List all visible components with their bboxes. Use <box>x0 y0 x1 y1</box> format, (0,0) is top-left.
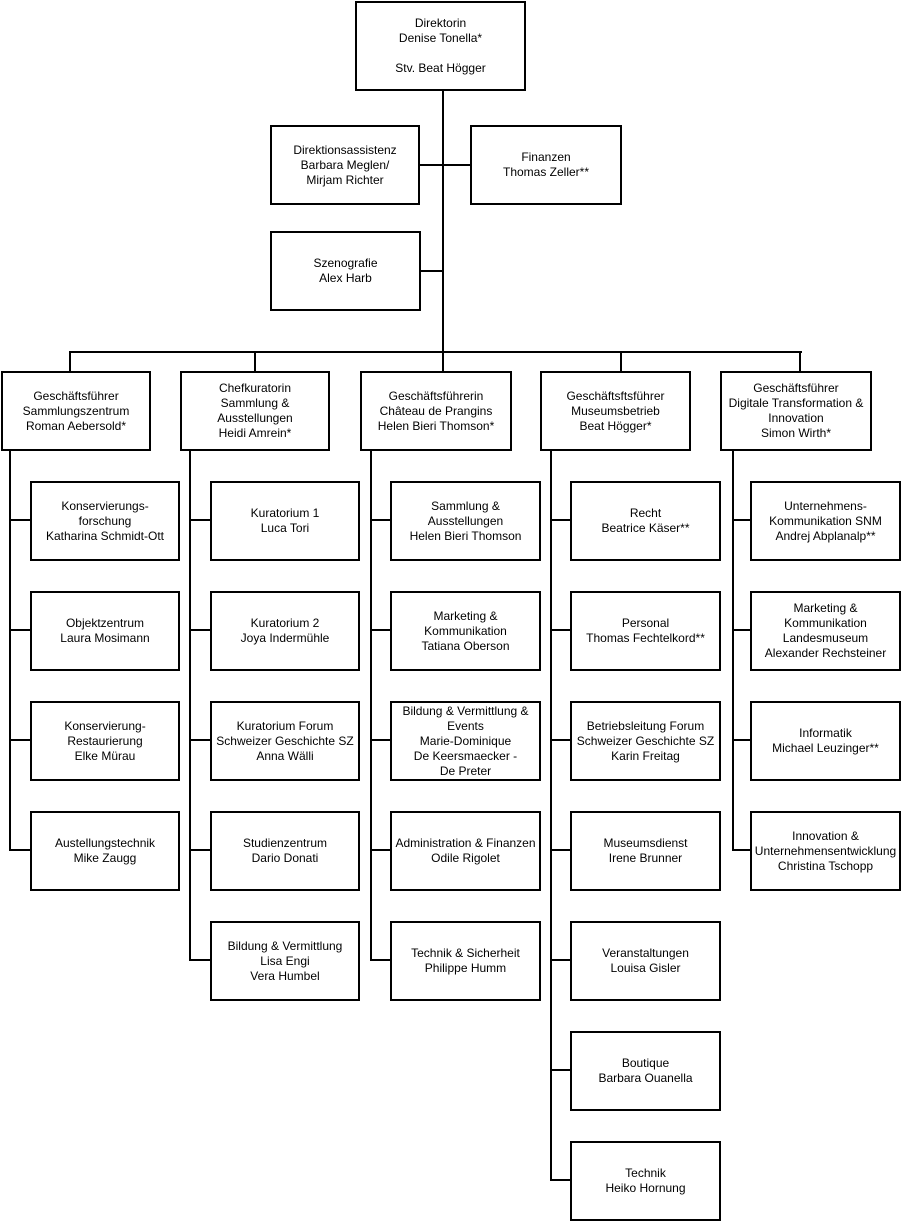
connector-line <box>189 629 211 631</box>
node-austellungstechnik: Austellungstechnik Mike Zaugg <box>30 811 180 891</box>
node-informatik: Informatik Michael Leuzinger** <box>750 701 901 781</box>
connector-line <box>370 739 391 741</box>
connector-line <box>69 351 71 371</box>
node-leitung-chateau-de-prangins: Geschäftsführerin Château de Prangins He… <box>360 371 512 451</box>
connector-line <box>799 351 801 371</box>
connector-line <box>69 351 802 353</box>
connector-line <box>420 164 470 166</box>
node-marketing-kommunikation-landesmuseum: Marketing & Kommunikation Landesmuseum A… <box>750 591 901 671</box>
connector-line <box>732 450 734 851</box>
node-studienzentrum: Studienzentrum Dario Donati <box>210 811 360 891</box>
connector-line <box>9 849 31 851</box>
connector-line <box>550 959 571 961</box>
node-innovation-unternehmensentwicklung: Innovation & Unternehmensentwicklung Chr… <box>750 811 901 891</box>
node-veranstaltungen: Veranstaltungen Louisa Gisler <box>570 921 721 1001</box>
node-direktion: Direktorin Denise Tonella* Stv. Beat Hög… <box>355 1 526 91</box>
node-konservierung-restaurierung: Konservierung- Restaurierung Elke Mürau <box>30 701 180 781</box>
connector-line <box>550 739 571 741</box>
node-marketing-kommunikation-prangins: Marketing & Kommunikation Tatiana Oberso… <box>390 591 541 671</box>
connector-line <box>9 519 31 521</box>
connector-line <box>9 739 31 741</box>
connector-line <box>370 519 391 521</box>
connector-line <box>9 629 31 631</box>
connector-line <box>550 1069 571 1071</box>
node-kuratorium-2: Kuratorium 2 Joya Indermühle <box>210 591 360 671</box>
connector-line <box>9 450 11 851</box>
connector-line <box>189 849 211 851</box>
connector-line <box>370 629 391 631</box>
connector-line <box>254 351 256 371</box>
node-administration-finanzen: Administration & Finanzen Odile Rigolet <box>390 811 541 891</box>
connector-line <box>732 849 751 851</box>
node-bildung-vermittlung: Bildung & Vermittlung Lisa Engi Vera Hum… <box>210 921 360 1001</box>
connector-line <box>550 519 571 521</box>
node-sammlung-ausstellungen-prangins: Sammlung & Ausstellungen Helen Bieri Tho… <box>390 481 541 561</box>
connector-line <box>732 739 751 741</box>
node-direktionsassistenz: Direktionsassistenz Barbara Meglen/ Mirj… <box>270 125 420 205</box>
connector-line <box>189 739 211 741</box>
node-boutique: Boutique Barbara Ouanella <box>570 1031 721 1111</box>
node-leitung-sammlungszentrum: Geschäftsführer Sammlungszentrum Roman A… <box>1 371 151 451</box>
node-unternehmenskommunikation-snm: Unternehmens- Kommunikation SNM Andrej A… <box>750 481 901 561</box>
node-leitung-museumsbetrieb: Geschäftsftsführer Museumsbetrieb Beat H… <box>540 371 691 451</box>
connector-line <box>189 519 211 521</box>
connector-line <box>550 629 571 631</box>
node-museumsdienst: Museumsdienst Irene Brunner <box>570 811 721 891</box>
node-szenografie: Szenografie Alex Harb <box>270 231 421 311</box>
connector-line <box>370 450 372 961</box>
node-objektzentrum: Objektzentrum Laura Mosimann <box>30 591 180 671</box>
connector-line <box>189 450 191 961</box>
connector-line <box>370 849 391 851</box>
node-leitung-digitale-transformation: Geschäftsführer Digitale Transformation … <box>720 371 872 451</box>
connector-line <box>442 90 444 353</box>
node-konservierungsforschung: Konservierungs- forschung Katharina Schm… <box>30 481 180 561</box>
node-kuratorium-forum: Kuratorium Forum Schweizer Geschichte SZ… <box>210 701 360 781</box>
connector-line <box>442 351 444 371</box>
node-finanzen: Finanzen Thomas Zeller** <box>470 125 622 205</box>
node-technik: Technik Heiko Hornung <box>570 1141 721 1221</box>
node-recht: Recht Beatrice Käser** <box>570 481 721 561</box>
connector-line <box>732 519 751 521</box>
node-technik-sicherheit: Technik & Sicherheit Philippe Humm <box>390 921 541 1001</box>
connector-line <box>421 270 443 272</box>
node-kuratorium-1: Kuratorium 1 Luca Tori <box>210 481 360 561</box>
connector-line <box>550 1179 571 1181</box>
node-betriebsleitung-forum: Betriebsleitung Forum Schweizer Geschich… <box>570 701 721 781</box>
connector-line <box>189 959 211 961</box>
connector-line <box>550 450 552 1181</box>
node-bildung-vermittlung-events: Bildung & Vermittlung & Events Marie-Dom… <box>390 701 541 781</box>
connector-line <box>620 351 622 371</box>
connector-line <box>550 849 571 851</box>
node-leitung-sammlung-ausstellungen: Chefkuratorin Sammlung & Ausstellungen H… <box>180 371 330 451</box>
connector-line <box>370 959 391 961</box>
connector-line <box>732 629 751 631</box>
node-personal: Personal Thomas Fechtelkord** <box>570 591 721 671</box>
